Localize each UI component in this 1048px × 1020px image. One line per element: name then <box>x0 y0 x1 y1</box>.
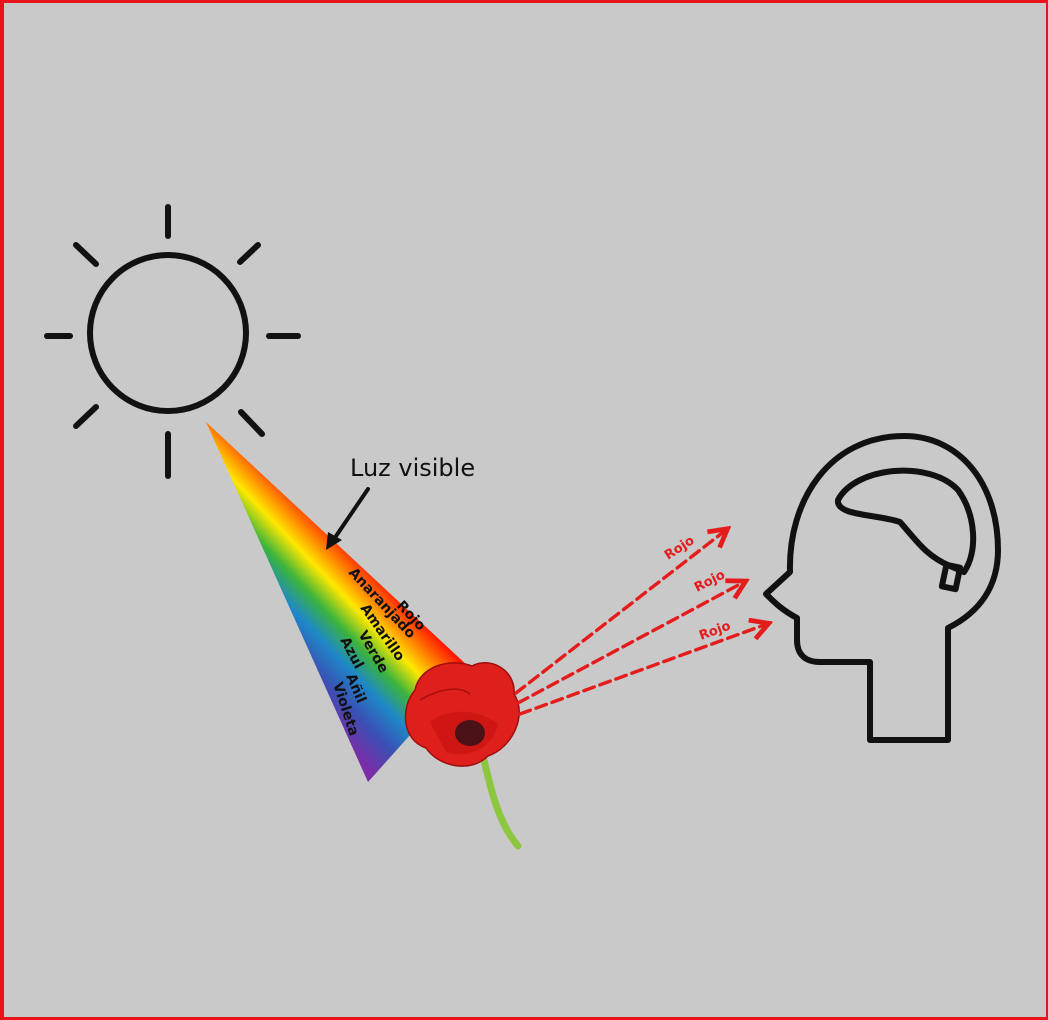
sun-icon <box>47 207 298 476</box>
visible-light-label: Luz visible <box>350 454 475 482</box>
arrow-icon <box>326 489 368 550</box>
poppy-flower-icon <box>405 663 519 766</box>
reflected-ray-1 <box>516 530 726 693</box>
reflected-ray-2 <box>518 582 744 703</box>
human-head-brain-icon <box>766 436 998 740</box>
reflected-label-1: Rojo <box>662 533 697 563</box>
reflected-label-2: Rojo <box>692 567 728 595</box>
flower-stem <box>484 760 518 846</box>
reflected-red-rays <box>516 530 767 714</box>
